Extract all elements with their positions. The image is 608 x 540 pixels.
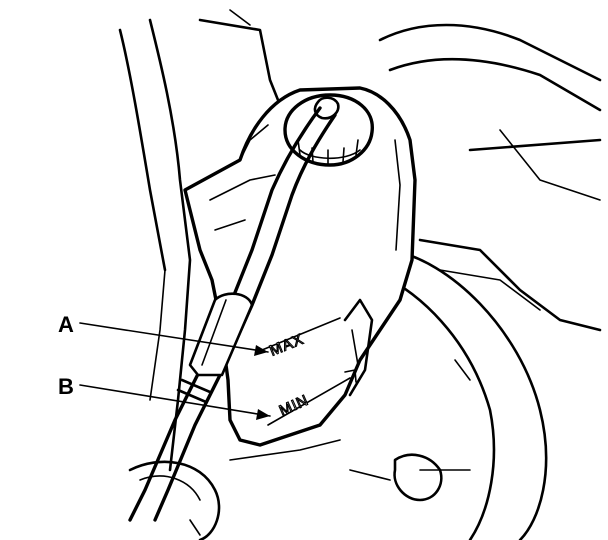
engine-bay-background — [118, 9, 602, 540]
callout-label-a: A — [58, 312, 74, 337]
callout-leader-a — [79, 322, 269, 356]
overflow-hose — [128, 106, 337, 522]
reservoir-cap — [283, 93, 374, 167]
callout-leader-b — [79, 384, 271, 420]
coolant-reservoir-tank — [183, 86, 417, 447]
callout-label-b: B — [58, 374, 74, 399]
